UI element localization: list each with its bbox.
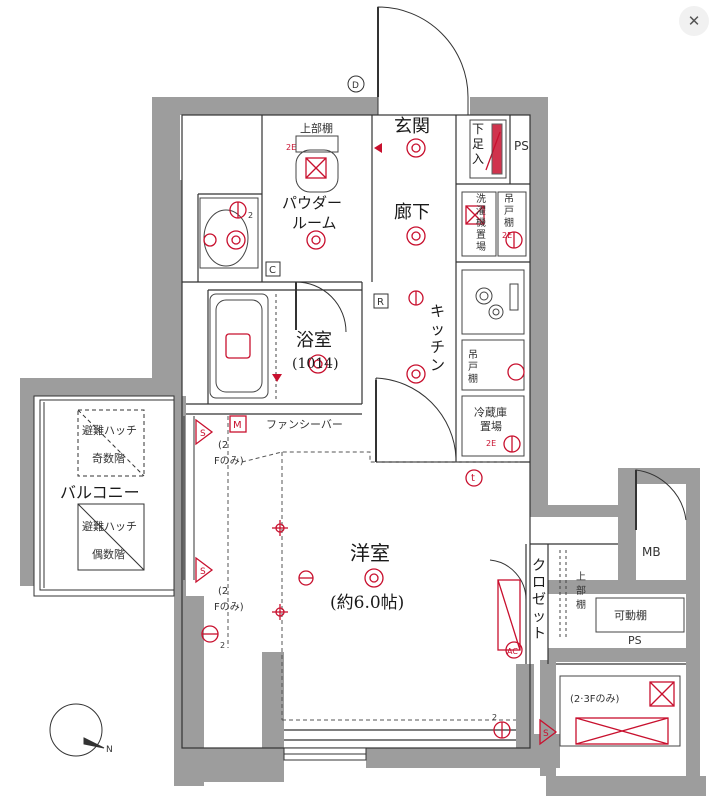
label-upper-shelf-3: 棚 [576,598,586,611]
label-closet-1: ク [532,558,546,574]
label-upper-shelf-powder: 上部棚 [300,121,333,135]
label-closet-2: ロ [532,575,546,591]
label-kitchen-4: ン [430,356,445,374]
marker-c: C [269,265,276,276]
label-movable-shelf: 可動棚 [614,608,647,622]
label-western-room-size: (約6.0帖) [330,593,404,613]
label-hanging-1c: 棚 [504,216,514,229]
label-kitchen-3: チ [430,338,445,356]
label-washer-1: 洗 [476,193,486,205]
label-hatch-odd-1: 避難ハッチ [82,423,137,437]
label-hanging-2b: 戸 [468,361,478,373]
label-hanging-1a: 吊 [504,193,514,205]
label-kitchen-1: キ [430,302,445,320]
label-ps-top: PS [514,139,529,153]
label-only-2f-a1: (2 [218,440,228,451]
label-bathroom: 浴室 [296,330,332,351]
marker-2e-c: 2E [486,439,496,448]
label-shoebox-3: 入 [472,152,484,166]
labels: 玄関 下 足 入 PS 上部棚 パウダー ルーム 廊下 洗 濯 機 置 場 吊 … [60,81,661,755]
label-washer-2: 濯 [476,205,486,217]
label-powder-1: パウダー [282,194,342,212]
kitchen-fixtures [461,191,527,457]
entry-door [377,6,469,115]
label-hallway: 廊下 [394,202,430,223]
marker-d: D [352,81,359,91]
label-hatch-even-1: 避難ハッチ [82,519,137,533]
label-hanging-2a: 吊 [468,349,478,361]
label-fancy-bar: ファンシーバー [266,418,343,431]
label-hatch-odd-2: 奇数階 [92,451,125,465]
label-fridge-2: 置場 [480,420,502,433]
label-bathroom-size: (1014) [292,356,339,372]
close-icon[interactable]: ✕ [679,6,709,36]
marker-s2: S [200,567,206,577]
marker-2e-a: 2E [286,143,296,152]
electrical-symbols [195,138,558,746]
label-fridge-1: 冷蔵庫 [474,405,507,419]
marker-2-c: 2 [220,641,225,650]
marker-2-a: 2 [248,211,253,220]
label-only-2f-a2: Fのみ) [214,456,244,467]
walls [20,97,706,796]
label-washer-3: 機 [476,216,486,229]
balcony-area [33,395,195,597]
label-hanging-2c: 棚 [468,372,478,385]
mb-door [635,469,687,530]
label-only-2f-b1: (2 [218,586,228,597]
marker-2e-b: 2E [502,231,512,240]
room-doors [295,281,527,601]
label-mb: MB [642,545,661,559]
marker-r: R [377,297,384,308]
closet-fixtures [497,550,685,747]
label-upper-shelf-2: 部 [576,584,586,597]
bottom-window [283,747,367,761]
label-shoebox-1: 下 [472,122,484,136]
label-balcony: バルコニー [60,483,140,502]
marker-boxes [265,75,389,309]
compass-north: N [106,745,113,755]
label-only-23f: (2·3Fのみ) [570,694,620,705]
label-washer-5: 場 [476,240,486,253]
marker-ac: AC [507,647,518,656]
label-closet-3: ゼ [532,592,546,608]
label-western-room: 洋室 [350,541,390,565]
shoe-box [469,119,507,179]
label-upper-shelf-1: 上 [576,571,586,583]
label-closet-4: ッ [532,609,546,625]
marker-s3: S [543,729,549,739]
marker-s1: S [200,429,206,439]
label-kitchen-2: ッ [430,320,445,338]
compass-icon [49,703,105,757]
bathtub [209,293,277,400]
label-entrance: 玄関 [394,116,430,137]
label-shoebox-2: 足 [472,137,484,151]
label-hanging-1b: 戸 [504,205,514,217]
western-room-outline [227,416,520,721]
label-powder-2: ルーム [292,214,337,232]
label-washer-4: 置 [476,229,486,241]
label-closet-5: ト [532,626,546,642]
marker-t: t [471,473,475,484]
marker-2-b: 2 [492,713,497,722]
label-hatch-even-2: 偶数階 [92,547,125,561]
label-ps-bottom: PS [628,634,642,647]
label-only-2f-b2: Fのみ) [214,602,244,613]
marker-m: M [233,420,242,431]
